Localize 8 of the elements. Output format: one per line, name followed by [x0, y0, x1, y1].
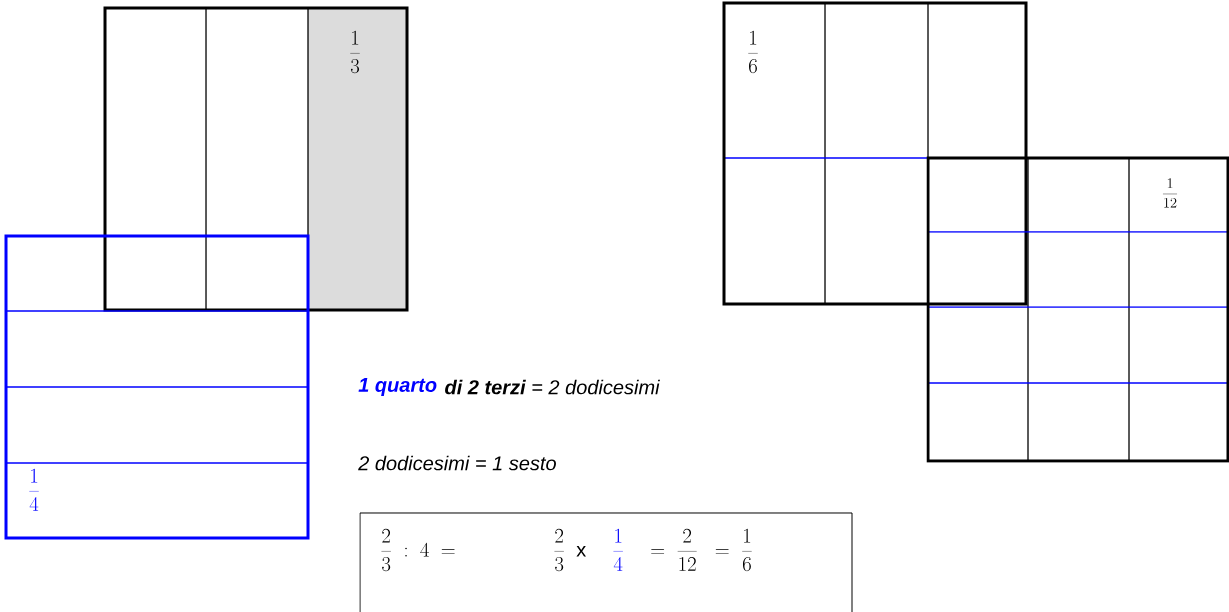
sentence-part: 1 quarto	[358, 378, 437, 396]
sentence-part: di 2 terzi = 2 dodicesimi	[445, 379, 660, 395]
sentence: 2 dodicesimi = 1 sesto	[358, 455, 556, 471]
thirds-grid: $\frac{1}{3}$	[103, 6, 409, 312]
equation-box: $\frac{2}{3}\ :\ 4\ =$ $\frac{2}{3}\ \ \mathrm{x}$ $\frac{1}{4}$ $=\ \frac{2}{12}\ \ =\ \frac{1}{6}$	[359, 512, 853, 612]
twelfths-grid: $\frac{1}{12}$	[926, 156, 1229, 463]
sixths-grid: $\frac{1}{6}$	[722, 1, 1028, 306]
quarters-grid: $\frac{1}{4}$	[4, 234, 310, 540]
